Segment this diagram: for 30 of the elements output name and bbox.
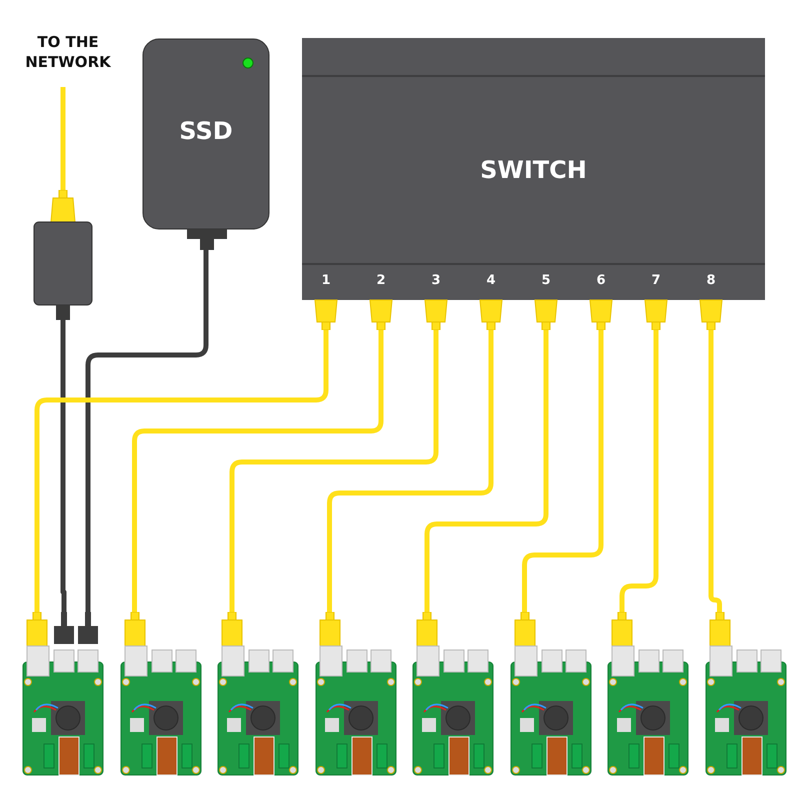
network-cable	[132, 330, 384, 612]
port-number: 7	[651, 273, 661, 288]
port-number: 2	[376, 273, 386, 288]
port-number: 1	[321, 273, 331, 288]
single-board-computer-drawing	[314, 612, 396, 776]
network-cable	[34, 330, 328, 612]
network-adapter-drawing	[33, 190, 93, 320]
network-cable	[522, 330, 604, 612]
power-cable	[60, 320, 66, 612]
network-cable	[60, 87, 66, 190]
single-board-computer-drawing	[22, 612, 104, 776]
single-board-computer-drawing	[412, 612, 494, 776]
port-number: 6	[596, 273, 606, 288]
port-number: 8	[706, 273, 716, 288]
single-board-computer-drawing	[704, 612, 786, 776]
device-label: SWITCH	[480, 156, 587, 184]
network-cable	[708, 330, 722, 612]
power-cable	[86, 250, 208, 612]
port-number: 4	[486, 273, 496, 288]
callout-text: TO THE NETWORK	[24, 32, 112, 72]
single-board-computer-drawing	[510, 612, 592, 776]
network-cable	[327, 330, 494, 612]
single-board-computer-drawing	[607, 612, 689, 776]
single-board-computer-drawing	[217, 612, 299, 776]
network-cable	[230, 330, 438, 612]
port-number: 5	[541, 273, 551, 288]
device-label: SSD	[179, 117, 233, 145]
port-number: 3	[431, 273, 441, 288]
single-board-computer-drawing	[120, 612, 202, 776]
network-cable	[424, 330, 548, 612]
